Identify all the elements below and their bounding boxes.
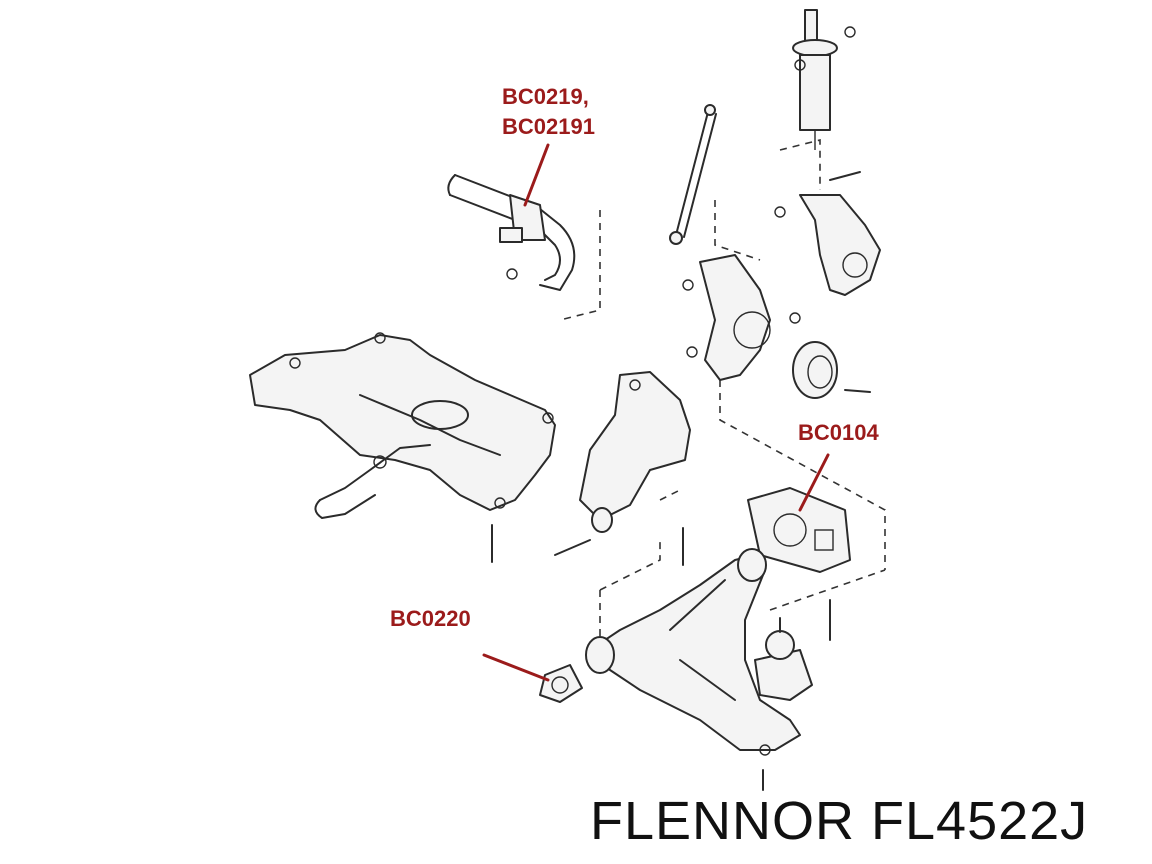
wheel-hub	[792, 341, 871, 399]
steering-knuckle-upper	[774, 171, 881, 296]
callout-stabilizer-bushing-line1: BC0219,	[502, 84, 589, 109]
subframe	[249, 332, 556, 563]
strut-assembly	[792, 9, 856, 150]
front-arm-bushing-part	[539, 664, 583, 703]
callout-leaders	[482, 143, 830, 682]
stabilizer-link	[669, 104, 717, 245]
assembly-guide-lines	[559, 138, 886, 640]
callout-rear-arm-bushing: BC0104	[798, 420, 879, 445]
callout-front-arm-bushing: BC0220	[390, 606, 471, 631]
steering-knuckle	[682, 254, 801, 381]
stabilizer-bar	[447, 174, 576, 291]
callout-stabilizer-bushing: BC0219, BC02191	[502, 82, 595, 142]
ball-joint	[754, 599, 831, 701]
mount-bracket	[554, 371, 691, 556]
lower-control-arm	[585, 527, 801, 791]
callout-stabilizer-bushing-line2: BC02191	[502, 114, 595, 139]
brand-caption: FLENNOR FL4522J	[590, 791, 1089, 851]
